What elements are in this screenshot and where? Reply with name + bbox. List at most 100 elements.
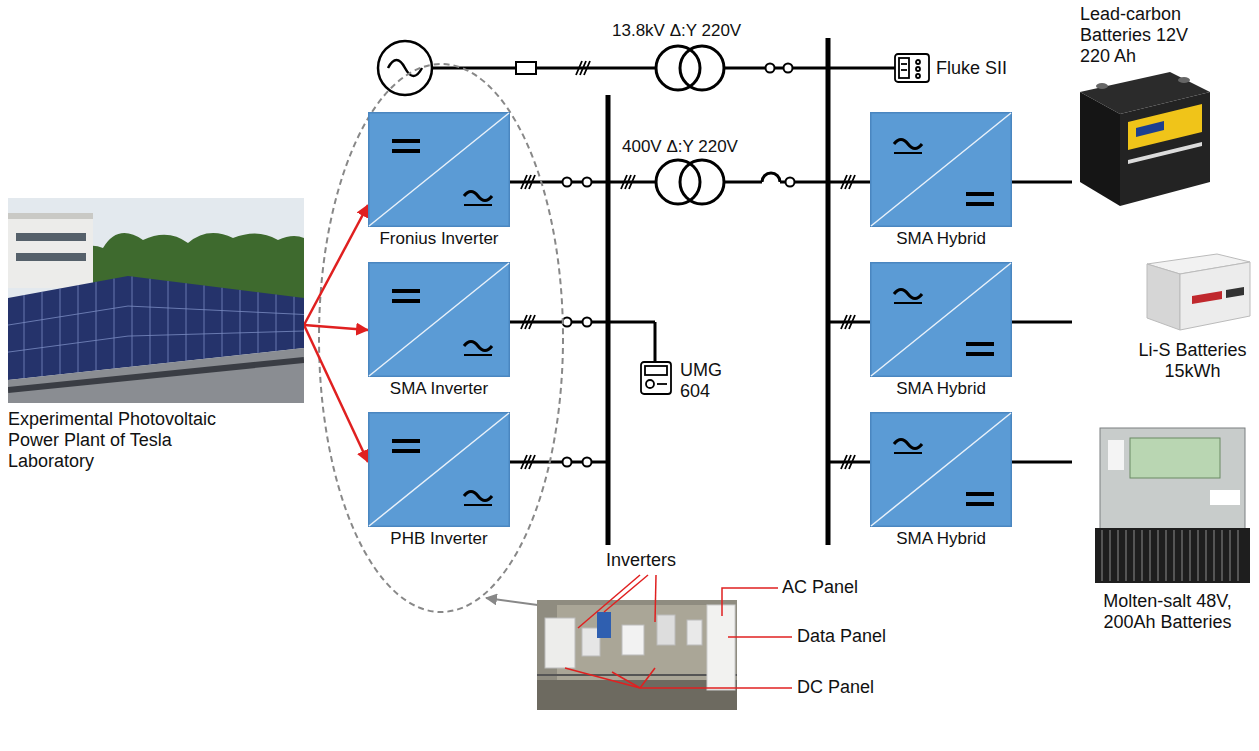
converter-symbol	[368, 112, 510, 227]
transformer-rating: 13.8kV Δ:Y 220V	[612, 20, 741, 41]
room-photo	[622, 625, 644, 655]
callout-label: AC Panel	[782, 577, 858, 598]
pv-plant-photo	[16, 253, 86, 261]
fuse-symbol	[516, 62, 536, 74]
battery-picture	[1165, 530, 1167, 581]
connector-terminal	[563, 178, 572, 187]
pv-plant-photo	[114, 279, 115, 369]
dc-cable	[1012, 181, 1072, 184]
pv-plant-photo	[222, 288, 223, 357]
callout-label: Inverters	[606, 550, 676, 571]
battery-picture	[1125, 530, 1127, 581]
battery-picture	[1213, 530, 1215, 581]
connector-terminal	[563, 318, 572, 327]
battery-picture	[1100, 428, 1245, 530]
grid-source	[378, 41, 432, 95]
connector-terminal	[583, 458, 592, 467]
meter-icon	[641, 362, 671, 394]
three-phase-mark	[621, 175, 635, 189]
bus-bar	[606, 95, 611, 545]
connector-terminal	[583, 178, 592, 187]
converter-symbol	[392, 449, 420, 453]
pv-plant-photo	[258, 292, 259, 353]
battery-picture	[1157, 530, 1159, 581]
meter-icon	[895, 54, 929, 82]
callout-label: Data Panel	[797, 626, 886, 647]
three-phase-mark	[521, 175, 535, 189]
bus-bar	[608, 38, 828, 545]
pv-plant-photo	[8, 331, 304, 352]
battery-picture	[1181, 530, 1183, 581]
battery-picture	[1101, 530, 1103, 581]
pv-plant-photo	[276, 295, 277, 352]
room-photo	[707, 605, 735, 690]
power-wire	[724, 181, 762, 184]
inverter-group-outline	[319, 64, 563, 612]
battery-picture	[1096, 83, 1108, 89]
leader-line	[578, 575, 640, 628]
grid-source	[388, 60, 422, 76]
transformer-symbol	[656, 160, 700, 204]
converter-symbol	[369, 413, 510, 527]
label-slot: 400V Δ:Y 220V	[622, 136, 738, 157]
grid-source	[378, 41, 432, 95]
converter-symbol	[368, 262, 510, 377]
pv-plant-photo	[8, 306, 304, 325]
label-slot: Data Panel	[797, 626, 886, 647]
converter-symbol	[870, 262, 1012, 377]
converter-symbol	[368, 412, 510, 527]
meter-icon	[901, 69, 907, 71]
converter-symbol	[464, 342, 492, 351]
battery-picture	[1229, 530, 1231, 581]
pv-plant-photo	[294, 297, 295, 349]
pv-plant-photo	[132, 277, 133, 367]
pv-plant-photo	[60, 288, 61, 374]
battery-picture	[1080, 92, 1120, 206]
battery-label: Li-S Batteries 15kWh	[1130, 340, 1255, 382]
battery-picture	[1210, 490, 1240, 505]
callout-label: DC Panel	[797, 677, 874, 698]
pv-plant-photo	[42, 292, 43, 377]
battery-picture	[1142, 252, 1252, 332]
power-wire	[724, 67, 895, 70]
meter-icon	[645, 366, 667, 375]
converter-symbol	[966, 352, 994, 356]
inverter-box: Fronius Inverter	[368, 112, 510, 249]
converter-symbol	[871, 263, 1011, 376]
converter-symbol	[392, 139, 420, 143]
box-label: PHB Inverter	[368, 528, 510, 549]
converter-symbol	[464, 192, 492, 201]
battery-picture	[1205, 530, 1207, 581]
three-phase-mark	[576, 61, 590, 75]
meter-name: Fluke SII	[936, 58, 1007, 79]
converter-symbol	[894, 140, 922, 149]
inverter-box: PHB Inverter	[368, 412, 510, 549]
battery-picture	[1141, 530, 1143, 581]
converter-symbol	[966, 502, 994, 506]
battery-picture	[1178, 77, 1190, 83]
converter-symbol	[871, 113, 1011, 226]
battery-picture	[1136, 121, 1164, 137]
leader-line	[640, 687, 792, 689]
fuse-symbol	[516, 62, 536, 74]
label-slot: UMG 604	[680, 360, 722, 402]
battery-picture	[1147, 264, 1180, 330]
pv-plant-photo	[16, 233, 86, 241]
label-slot: DC Panel	[797, 677, 874, 698]
three-phase-mark	[841, 455, 855, 469]
meter-icon	[901, 63, 907, 65]
meter-icon	[916, 74, 920, 78]
converter-symbol	[369, 413, 509, 526]
three-phase-mark	[521, 455, 535, 469]
leader-line	[655, 575, 656, 622]
room-photo	[545, 618, 575, 668]
pv-plant-photo	[240, 290, 241, 355]
pv-plant-photo	[8, 198, 304, 403]
leader-line	[728, 636, 792, 638]
pv-plant-photo	[78, 285, 79, 372]
converter-symbol	[966, 342, 994, 346]
room-photo	[657, 615, 675, 645]
power-wire	[654, 322, 657, 362]
hybrid-inverter-box: SMA Hybrid	[870, 112, 1012, 249]
converter-symbol	[894, 440, 922, 449]
